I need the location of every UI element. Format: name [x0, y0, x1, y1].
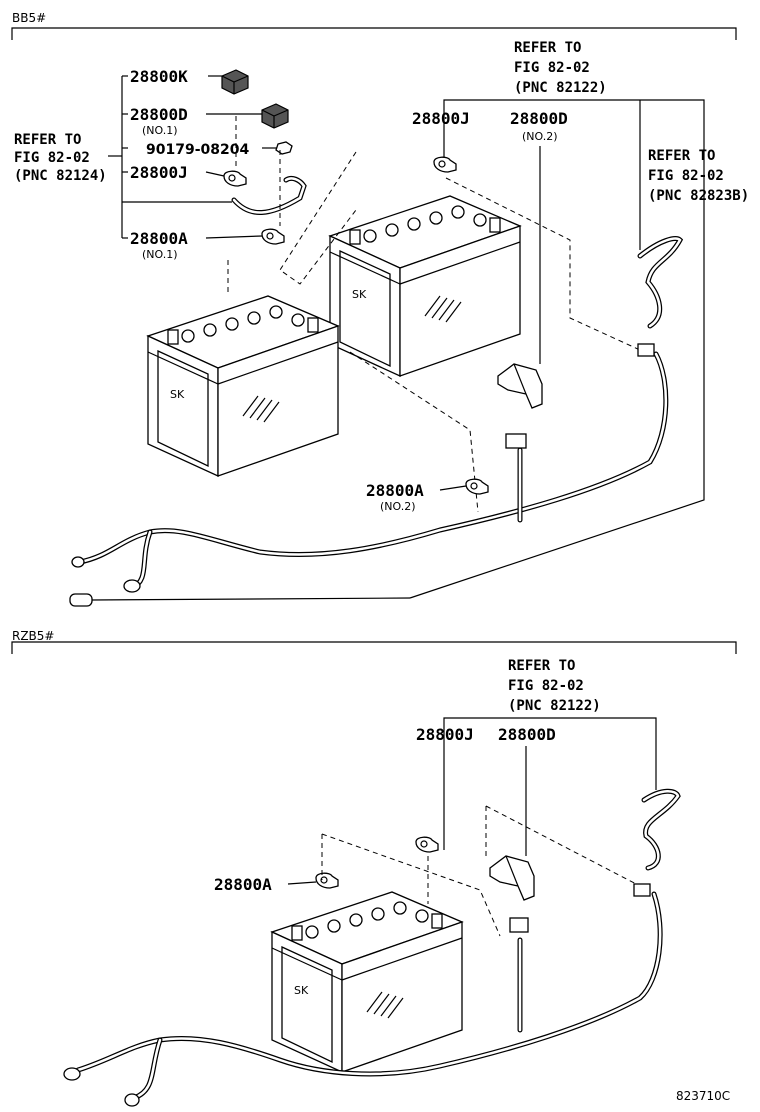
clamp-28800A-left: [261, 228, 285, 245]
battery-front: [147, 295, 339, 477]
refer-top-line2: FIG 82-02: [514, 60, 590, 76]
refer-top-line1: REFER TO: [514, 40, 581, 56]
rzb5-clamp-28800A: [315, 872, 339, 889]
rzb5-label-28800D: 28800D: [498, 725, 556, 744]
label-28800D-left: 28800D: [130, 105, 188, 124]
nut-90179: [275, 141, 293, 155]
label-28800K: 28800K: [130, 67, 188, 86]
rzb5-terminal-28800J: [415, 836, 439, 853]
refer-left-line2: FIG 82-02: [14, 150, 90, 166]
terminal-28800J-right: [433, 156, 457, 173]
refer-left-line1: REFER TO: [14, 132, 81, 148]
label-28800D-right: 28800D: [510, 109, 568, 128]
label-no2-a: (NO.2): [380, 500, 416, 513]
label-28800J-left: 28800J: [130, 163, 188, 182]
rzb5-refer-line2: FIG 82-02: [508, 678, 584, 694]
label-28800J-right: 28800J: [412, 109, 470, 128]
rzb5-refer-bracket: [443, 717, 657, 850]
label-28800A-right: 28800A: [366, 481, 424, 500]
section-label-rzb5: RZB5#: [12, 629, 54, 643]
label-90179: 90179-08204: [146, 142, 249, 158]
left-callout-bracket: [108, 75, 232, 239]
rzb5-refer-line1: REFER TO: [508, 658, 575, 674]
clamp-28800A-right: [465, 478, 489, 495]
label-no2-d: (NO.2): [522, 130, 558, 143]
refer-right-line3: (PNC 82823B): [648, 188, 749, 204]
label-28800A-left: 28800A: [130, 229, 188, 248]
cover-28800D-no2: [497, 363, 543, 409]
cap-28800K: [221, 69, 249, 95]
refer-top-bracket: [409, 99, 705, 599]
refer-right-line1: REFER TO: [648, 148, 715, 164]
label-no1-a: (NO.1): [142, 248, 178, 261]
cap-28800D-left: [261, 103, 289, 129]
figure-code: 823710C: [676, 1089, 730, 1103]
battery-rear: [329, 195, 521, 377]
section-label-bb5: BB5#: [12, 11, 46, 25]
terminal-28800J-left: [223, 170, 247, 187]
label-no1-d: (NO.1): [142, 124, 178, 137]
section-bracket-bb5: [11, 27, 737, 40]
refer-left-line3: (PNC 82124): [14, 168, 107, 184]
rzb5-cover-28800D: [489, 855, 535, 901]
rzb5-label-28800J: 28800J: [416, 725, 474, 744]
rzb5-refer-line3: (PNC 82122): [508, 698, 601, 714]
refer-top-line3: (PNC 82122): [514, 80, 607, 96]
refer-right-line2: FIG 82-02: [648, 168, 724, 184]
rzb5-battery: [271, 891, 463, 1073]
rzb5-label-28800A: 28800A: [214, 875, 272, 894]
section-bracket-rzb5: [11, 641, 737, 654]
